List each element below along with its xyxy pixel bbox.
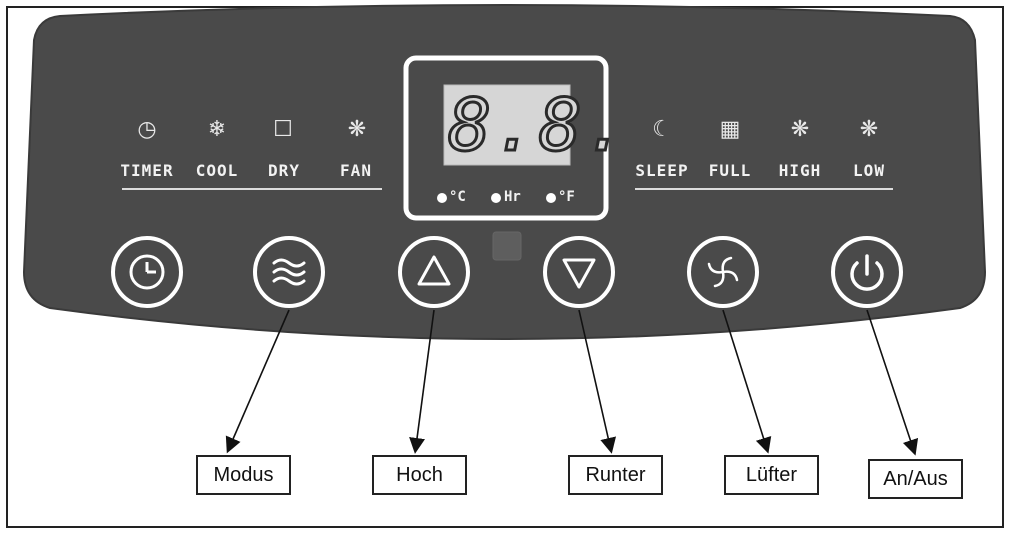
luefter-arrow [722,309,772,454]
callout-modus: Modus [196,455,291,495]
anaus-arrow [866,309,919,456]
clock-icon: ◷ [137,117,157,142]
timer-button[interactable] [111,236,183,308]
indicator-label-fan: FAN [340,161,372,180]
unit-hours: Hr [504,189,521,205]
up-button-ring [398,236,470,308]
hoch-arrow [409,309,435,454]
callout-hoch: Hoch [372,455,467,495]
power-button[interactable] [831,236,903,308]
fan-button[interactable] [687,236,759,308]
indicator-label-low: LOW [853,161,885,180]
callout-runter: Runter [568,455,663,495]
fahrenheit-dot [546,193,556,203]
triangle-down-icon [562,258,596,289]
indicator-label-high: HIGH [778,161,822,180]
fan-low-icon: ❋ [859,117,879,142]
power-icon [850,254,884,291]
tank-full-icon: ▦ [719,117,741,142]
triangle-up-icon [417,255,451,286]
fan-button-icon [707,256,739,288]
waves-icon [272,258,306,286]
up-button[interactable] [398,236,470,308]
hours-dot [491,193,501,203]
indicator-label-dry: DRY [268,161,300,180]
display-digits: 8.8. [447,83,630,167]
indicator-label-cool: COOL [195,161,239,180]
callout-luefter: Lüfter [724,455,819,495]
fan-high-icon: ❋ [790,117,810,142]
unit-fahrenheit: °F [558,189,575,205]
droplet-icon: ☐ [273,117,293,142]
indicator-led [492,231,522,261]
moon-icon: ☾ [652,117,672,142]
celsius-dot [437,193,447,203]
clock-icon [129,254,165,290]
modus-arrow [225,309,290,454]
display-screen [443,84,571,166]
indicator-label-timer: TIMER [120,161,174,180]
callout-anaus: An/Aus [868,459,963,499]
unit-celsius: °C [449,189,466,205]
runter-arrow [578,309,617,454]
fan-icon: ❋ [347,117,367,142]
indicator-label-full: FULL [708,161,752,180]
down-button-ring [543,236,615,308]
mode-button[interactable] [253,236,325,308]
down-button[interactable] [543,236,615,308]
snowflake-icon: ❄ [207,117,227,142]
indicator-label-sleep: SLEEP [635,161,689,180]
